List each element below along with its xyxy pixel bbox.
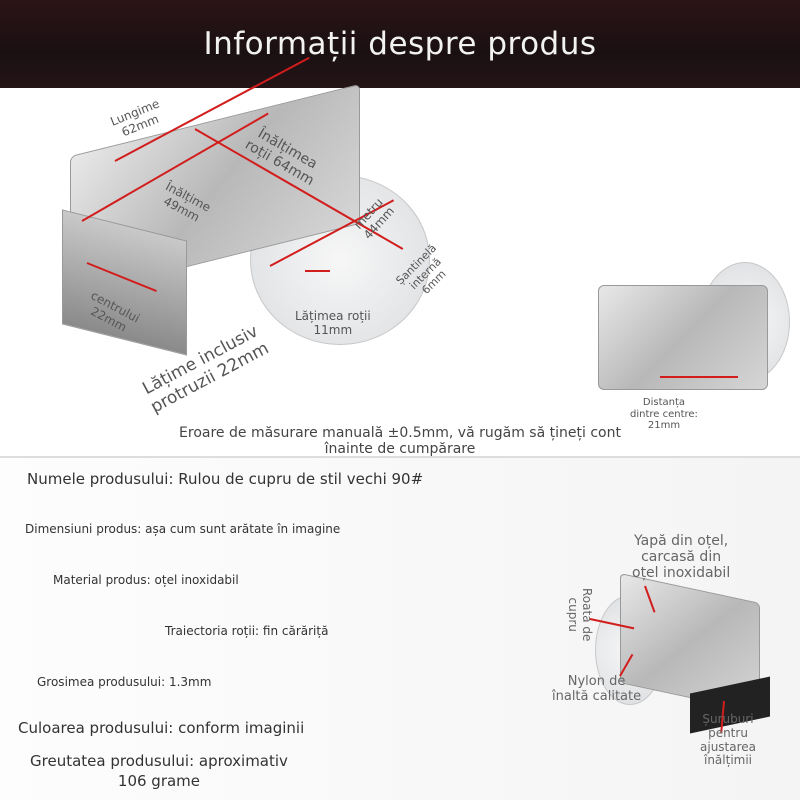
spec-track: Traiectoria roții: fin cărăriță (165, 624, 329, 638)
center-distance-line (660, 376, 738, 378)
steel-callout: Yapă din oțel, carcasă din oțel inoxidab… (632, 533, 731, 582)
copper-wheel-callout: Roata de cupru (566, 588, 594, 642)
small-housing-image (598, 285, 768, 390)
spec-color: Culoarea produsului: conform imaginii (18, 719, 305, 737)
measurement-note: Eroare de măsurare manuală ±0.5mm, vă ru… (179, 425, 621, 458)
screws-callout: Șuruburi pentru ajustarea înălțimii (700, 712, 757, 768)
page-title: Informații despre produs (203, 26, 597, 62)
section-divider (0, 456, 800, 458)
spec-material: Material produs: oțel inoxidabil (53, 573, 239, 587)
spec-thickness: Grosimea produsului: 1.3mm (37, 675, 212, 689)
spec-name: Numele produsului: Rulou de cupru de sti… (27, 470, 424, 488)
wheel-width-line (305, 270, 330, 272)
spec-weight: Greutatea produsului: aproximativ 106 gr… (30, 752, 288, 790)
header-banner: Informații despre produs (0, 0, 800, 88)
spec-dimensions: Dimensiuni produs: așa cum sunt arătate … (25, 522, 341, 536)
wheel-width-label: Lățimea roții 11mm (295, 309, 371, 337)
nylon-callout: Nylon de înaltă calitate (552, 674, 642, 704)
center-distance-label: Distanța dintre centre: 21mm (630, 397, 698, 431)
